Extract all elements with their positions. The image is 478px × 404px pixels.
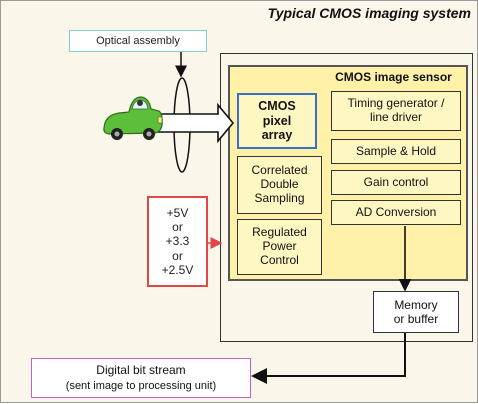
voltage-line: +3.3 (165, 234, 190, 249)
digital-line: Digital bit stream (96, 363, 186, 378)
timing-line: Timing generator / (347, 96, 445, 111)
cds-line: Correlated (251, 163, 308, 178)
diagram-title: Typical CMOS imaging system (267, 5, 471, 21)
pixel-array-block: CMOS pixel array (237, 93, 317, 149)
regulated-line: Regulated (252, 225, 307, 240)
optical-assembly-box: Optical assembly (69, 30, 207, 52)
memory-line: or buffer (393, 312, 439, 326)
voltage-line: +2.5V (161, 263, 194, 278)
light-arrow-icon (155, 102, 235, 144)
regulated-line: Control (260, 252, 299, 267)
pixel-array-line: CMOS (258, 99, 296, 114)
voltage-line: +5V (166, 205, 189, 220)
sample-hold-block: Sample & Hold (331, 139, 461, 164)
pixel-array-line: array (261, 128, 293, 143)
cmos-sensor-title: CMOS image sensor (335, 70, 452, 84)
regulated-power-block: Regulated Power Control (237, 219, 322, 275)
memory-to-output-arrow (251, 333, 406, 384)
cds-block: Correlated Double Sampling (237, 156, 322, 214)
pixel-array-line: pixel (262, 113, 292, 128)
ad-conversion-block: AD Conversion (331, 200, 461, 225)
timing-generator-block: Timing generator / line driver (331, 91, 461, 131)
gain-control-block: Gain control (331, 170, 461, 195)
cds-line: Double (260, 177, 299, 192)
voltage-line: or (172, 248, 183, 263)
voltage-box: +5V or +3.3 or +2.5V (147, 196, 208, 287)
cds-line: Sampling (254, 190, 305, 205)
digital-bit-stream-box: Digital bit stream (sent image to proces… (31, 358, 251, 398)
memory-buffer-box: Memory or buffer (373, 291, 459, 333)
regulated-line: Power (262, 239, 297, 254)
car-icon (103, 96, 163, 140)
timing-line: line driver (369, 110, 423, 124)
memory-line: Memory (394, 297, 438, 312)
voltage-line: or (172, 219, 183, 234)
digital-subline: (sent image to processing unit) (65, 379, 217, 392)
